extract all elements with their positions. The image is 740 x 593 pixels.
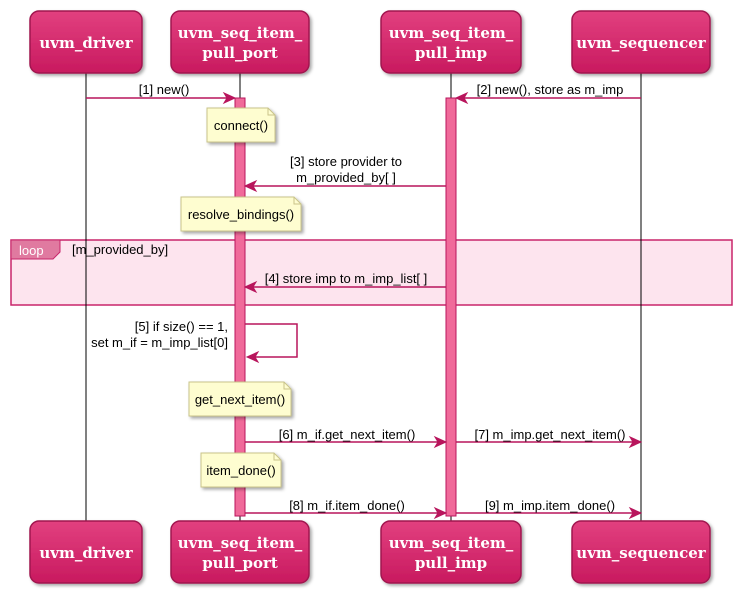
note-fold bbox=[273, 453, 281, 461]
participant-box bbox=[170, 10, 310, 74]
participant-sequencer-bottom: uvm_sequencer bbox=[571, 520, 711, 584]
participant-label: pull_imp bbox=[415, 44, 487, 62]
participant-label: pull_port bbox=[202, 554, 278, 572]
participant-label: uvm_driver bbox=[39, 34, 133, 52]
note: item_done() bbox=[200, 452, 282, 488]
loop-keyword: loop bbox=[19, 243, 44, 258]
message-line-m5 bbox=[245, 323, 298, 358]
note: resolve_bindings() bbox=[180, 196, 302, 232]
message-label-m5: set m_if = m_imp_list[0] bbox=[91, 335, 228, 350]
arrowhead-m7 bbox=[628, 435, 643, 449]
participant-imp-bottom: uvm_seq_item_ pull_imp bbox=[380, 520, 522, 584]
message-label-m7: [7] m_imp.get_next_item() bbox=[474, 427, 625, 442]
message-label-m8: [8] m_if.item_done() bbox=[289, 498, 405, 513]
note-fold bbox=[283, 382, 291, 390]
loop-label-tab bbox=[10, 239, 61, 260]
activation-port bbox=[234, 97, 246, 517]
note-fold bbox=[267, 108, 275, 116]
participant-label: pull_port bbox=[202, 44, 278, 62]
participant-port-top: uvm_seq_item_ pull_port bbox=[170, 10, 310, 74]
arrowhead-m5 bbox=[245, 350, 260, 364]
arrowhead-m4 bbox=[243, 280, 258, 294]
participant-box bbox=[380, 10, 522, 74]
note-text: resolve_bindings() bbox=[188, 207, 294, 222]
note-body bbox=[188, 381, 292, 417]
loop-condition: [m_provided_by] bbox=[72, 242, 168, 257]
note-body bbox=[180, 196, 302, 232]
message-label-m5: [5] if size() == 1, bbox=[135, 319, 228, 334]
participant-label: pull_imp bbox=[415, 554, 487, 572]
arrowhead-m9 bbox=[628, 506, 643, 520]
note: get_next_item() bbox=[188, 381, 292, 417]
note-body bbox=[200, 452, 282, 488]
message-label-m9: [9] m_imp.item_done() bbox=[485, 498, 615, 513]
message-label-m3: m_provided_by[ ] bbox=[296, 170, 396, 185]
participant-box bbox=[380, 520, 522, 584]
participant-label: uvm_sequencer bbox=[576, 34, 707, 52]
participant-box bbox=[29, 520, 143, 584]
arrowhead-m2 bbox=[454, 91, 469, 105]
arrowhead-m3 bbox=[243, 179, 258, 193]
participant-box bbox=[571, 10, 711, 74]
participant-label: uvm_seq_item_ bbox=[178, 534, 303, 552]
participant-box bbox=[571, 520, 711, 584]
note-text: get_next_item() bbox=[195, 392, 285, 407]
loop-frame bbox=[10, 239, 733, 306]
note-text: item_done() bbox=[206, 463, 275, 478]
message-label-m4: [4] store imp to m_imp_list[ ] bbox=[265, 271, 428, 286]
participant-label: uvm_seq_item_ bbox=[389, 534, 514, 552]
participant-imp-top: uvm_seq_item_ pull_imp bbox=[380, 10, 522, 74]
arrowhead-m6 bbox=[433, 435, 448, 449]
participant-port-bottom: uvm_seq_item_ pull_port bbox=[170, 520, 310, 584]
message-label-m2: [2] new(), store as m_imp bbox=[477, 82, 624, 97]
note-text: connect() bbox=[214, 118, 268, 133]
activation-imp bbox=[445, 97, 457, 517]
participant-label: uvm_seq_item_ bbox=[389, 24, 514, 42]
message-label-m6: [6] m_if.get_next_item() bbox=[279, 427, 416, 442]
participant-driver-top: uvm_driver bbox=[29, 10, 143, 74]
note: connect() bbox=[206, 107, 276, 143]
arrowhead-m1 bbox=[222, 91, 237, 105]
participant-sequencer-top: uvm_sequencer bbox=[571, 10, 711, 74]
note-fold bbox=[293, 197, 301, 205]
participant-driver-bottom: uvm_driver bbox=[29, 520, 143, 584]
participant-label: uvm_driver bbox=[39, 544, 133, 562]
participant-label: uvm_sequencer bbox=[576, 544, 707, 562]
arrowhead-m8 bbox=[433, 506, 448, 520]
participant-box bbox=[29, 10, 143, 74]
note-body bbox=[206, 107, 276, 143]
participant-label: uvm_seq_item_ bbox=[178, 24, 303, 42]
message-label-m1: [1] new() bbox=[139, 82, 190, 97]
participant-box bbox=[170, 520, 310, 584]
message-label-m3: [3] store provider to bbox=[290, 154, 402, 169]
